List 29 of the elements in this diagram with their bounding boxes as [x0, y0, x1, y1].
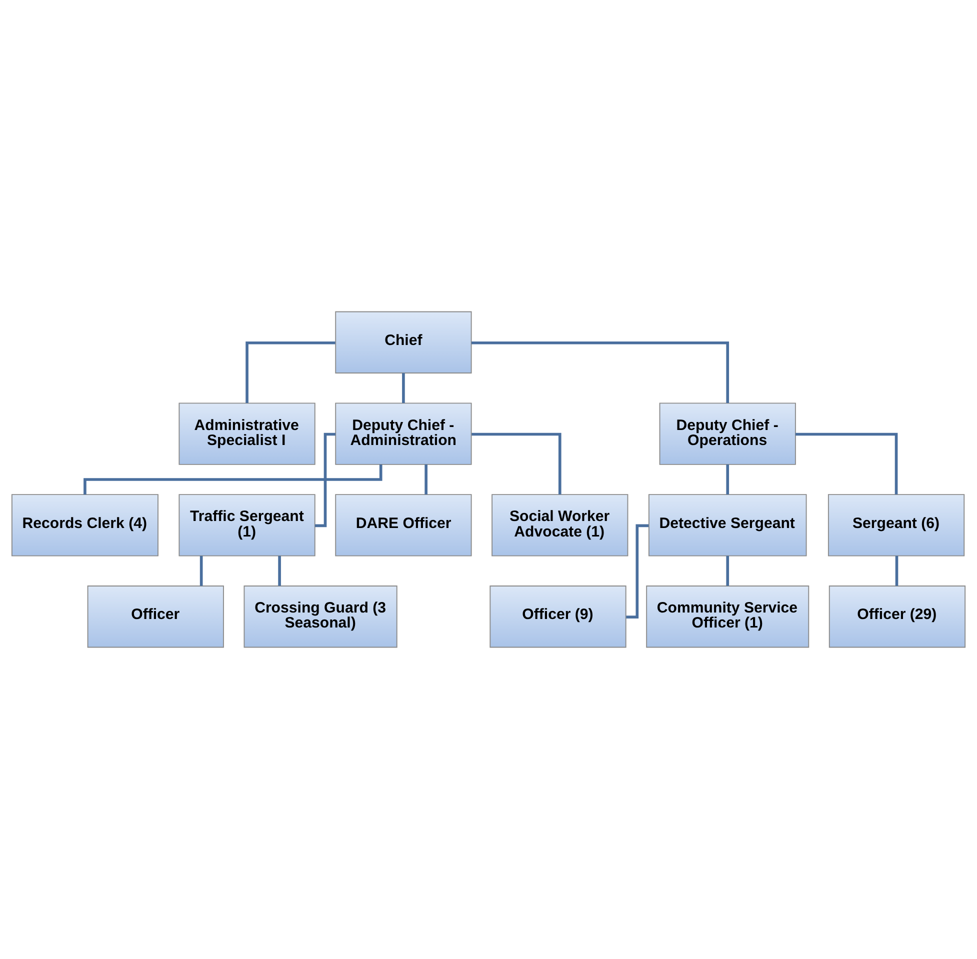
node-box: Deputy Chief - Operations [659, 402, 796, 465]
connector [424, 464, 428, 494]
connector [402, 373, 405, 404]
connector [84, 464, 382, 494]
connector [895, 556, 898, 586]
node-box: Officer (29) [828, 586, 966, 648]
node-box: Chief [335, 311, 472, 374]
connector [726, 556, 730, 586]
node-box: Deputy Chief - Administration [335, 402, 472, 465]
node-box: Administrative Specialist I [178, 402, 316, 465]
node-box: Crossing Guard (3 Seasonal) [244, 586, 398, 648]
connector [315, 432, 336, 528]
connector [795, 432, 898, 494]
node-box: DARE Officer [335, 494, 472, 556]
node-box: Records Clerk (4) [11, 494, 158, 556]
node-box: Sergeant (6) [828, 494, 965, 556]
node-box: Officer [87, 586, 224, 648]
connector [472, 432, 562, 494]
node-box: Officer (9) [490, 586, 626, 648]
node-box: Detective Sergeant [648, 494, 807, 556]
connector [278, 556, 281, 586]
connector [471, 341, 730, 404]
connector [200, 556, 203, 586]
node-box: Social Worker Advocate (1) [492, 494, 628, 556]
connector [726, 464, 730, 494]
connector [246, 341, 336, 404]
node-box: Community Service Officer (1) [646, 586, 810, 648]
node-box: Traffic Sergeant (1) [178, 494, 316, 556]
connector [626, 524, 649, 618]
